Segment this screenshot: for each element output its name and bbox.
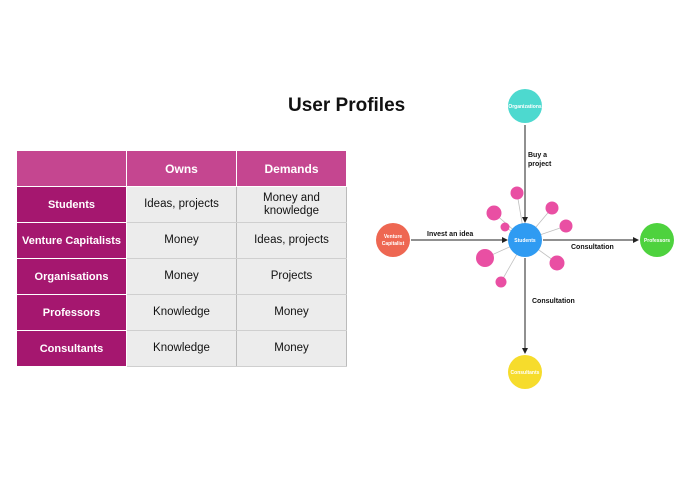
- satellite-dot: [510, 186, 524, 200]
- node-label: Organizations: [508, 104, 542, 110]
- node-venture-capitalist: Venture Capitalist: [376, 223, 410, 257]
- table-row: Venture Capitalists Money Ideas, project…: [16, 222, 347, 259]
- satellite-dot: [559, 219, 573, 233]
- node-consultants: Consultants: [508, 355, 542, 389]
- user-profiles-table: Owns Demands Students Ideas, projects Mo…: [16, 150, 347, 367]
- edge-label-consultation-right: Consultation: [571, 244, 614, 251]
- row-label: Consultants: [16, 330, 127, 367]
- node-label: Venture: [384, 234, 403, 240]
- table-row: Organisations Money Projects: [16, 258, 347, 295]
- node-students: Students: [508, 223, 542, 257]
- satellite-dot: [486, 205, 502, 221]
- row-label: Organisations: [16, 258, 127, 295]
- demands-line: Money and: [263, 191, 320, 204]
- satellite-dot: [476, 249, 494, 267]
- table-row: Consultants Knowledge Money: [16, 330, 347, 367]
- demands-cell: Money: [236, 330, 347, 367]
- table-row: Students Ideas, projects Money and knowl…: [16, 186, 347, 223]
- page-title: User Profiles: [288, 95, 406, 116]
- edge-label-consultation-down: Consultation: [532, 298, 575, 305]
- row-label: Venture Capitalists: [16, 222, 127, 259]
- node-professors: Professors: [640, 223, 674, 257]
- row-label: Professors: [16, 294, 127, 331]
- node-label: Professors: [644, 238, 670, 244]
- demands-cell: Money and knowledge: [236, 186, 347, 223]
- owns-cell: Knowledge: [126, 330, 237, 367]
- node-label: Consultants: [511, 370, 540, 376]
- demands-cell: Ideas, projects: [236, 222, 347, 259]
- satellite-dot: [549, 255, 565, 271]
- row-label: Students: [16, 186, 127, 223]
- edge-label-invest: Invest an idea: [427, 231, 473, 238]
- owns-cell: Money: [126, 258, 237, 295]
- node-label: Students: [514, 238, 536, 244]
- edge-label-buy: project: [528, 161, 552, 168]
- node-organizations: Organizations: [508, 89, 542, 123]
- satellite-dot: [545, 201, 559, 215]
- satellite-dot: [500, 222, 510, 232]
- owns-cell: Ideas, projects: [126, 186, 237, 223]
- node-label: Capitalist: [382, 241, 405, 247]
- satellite-dots: [476, 186, 573, 288]
- demands-line: knowledge: [264, 204, 319, 217]
- owns-cell: Money: [126, 222, 237, 259]
- edge-label-buy: Buy a: [528, 152, 547, 159]
- satellite-dot: [495, 276, 507, 288]
